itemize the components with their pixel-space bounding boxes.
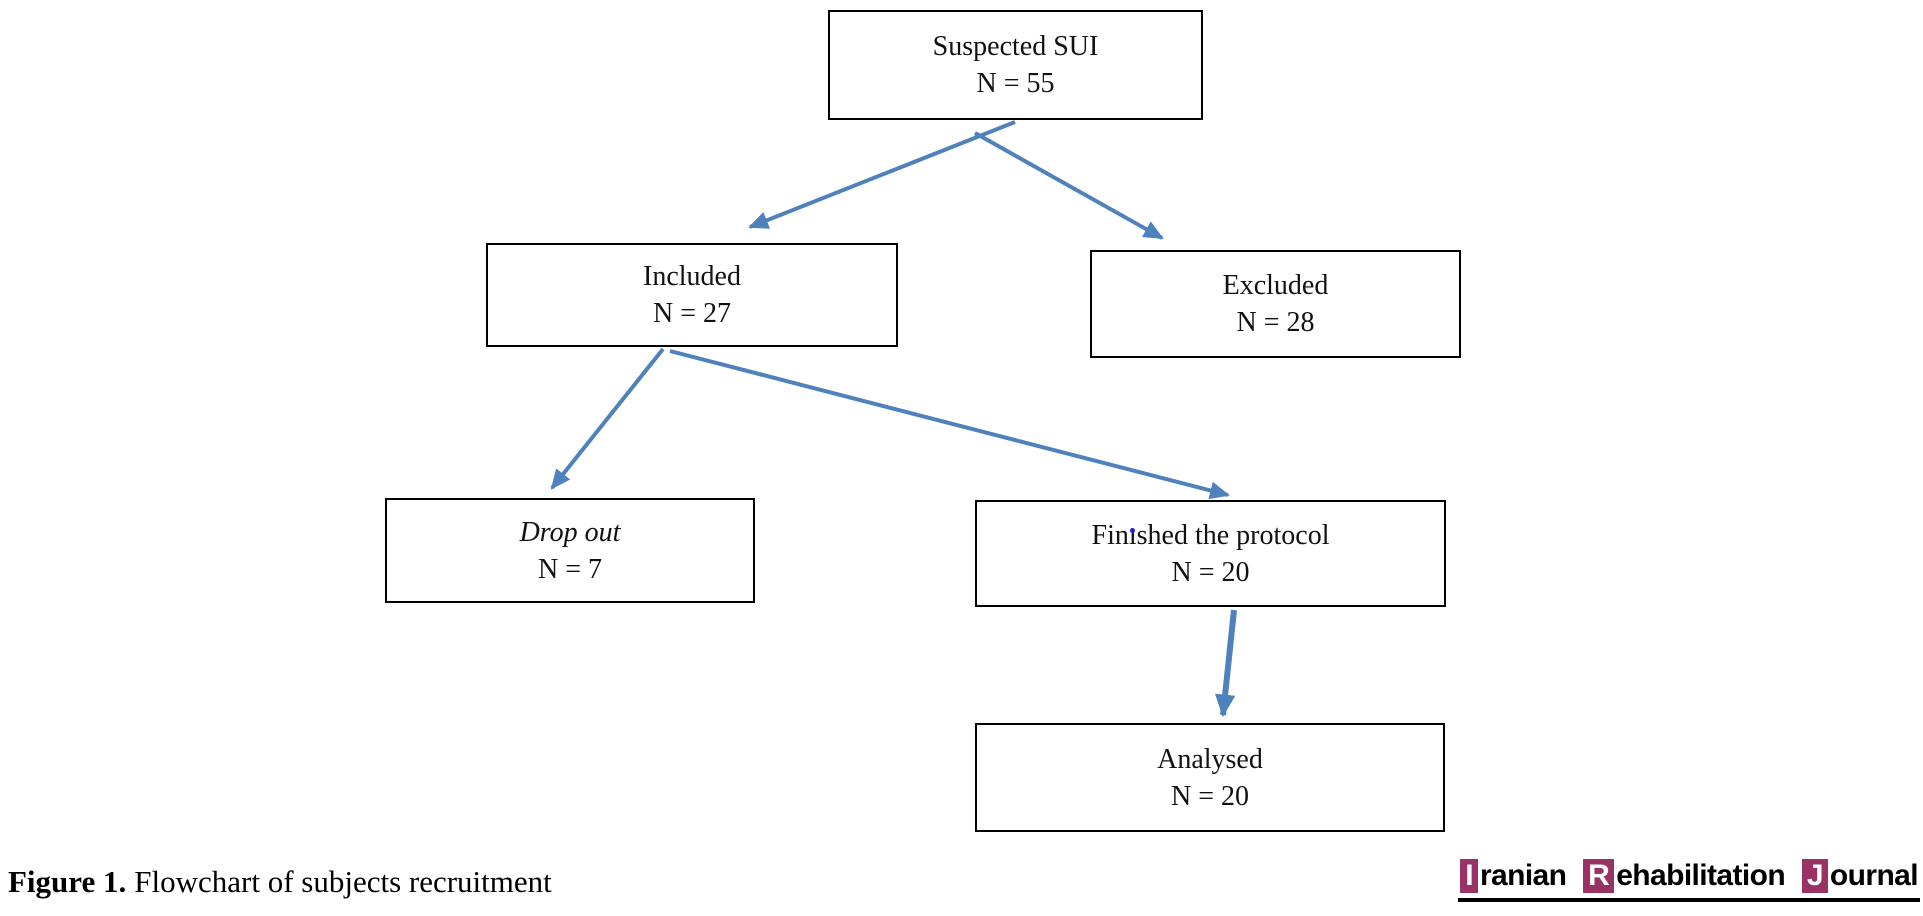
arrow-suspected-to-included: [748, 120, 1016, 229]
flowchart-node-analysed: Analysed N = 20: [975, 723, 1445, 832]
node-label: Finıshed the protocol: [1091, 519, 1330, 551]
node-label: Included: [643, 261, 741, 292]
figure-caption: Figure 1.Flowchart of subjects recruitme…: [8, 864, 552, 900]
figure-caption-text: Flowchart of subjects recruitment: [134, 864, 552, 899]
node-label: Drop out: [519, 516, 621, 548]
flowchart-node-excluded: Excluded N = 28: [1090, 250, 1461, 358]
logo-block-j: J: [1801, 859, 1828, 893]
flowchart-node-finished-protocol: Finıshed the protocol N = 20: [975, 500, 1446, 607]
blue-ink-dot-i: ı: [1128, 519, 1137, 551]
flowchart-node-suspected-sui: Suspected SUI N = 55: [828, 10, 1203, 120]
logo-block-r: R: [1583, 859, 1615, 893]
node-count: N = 20: [1170, 780, 1249, 812]
figure-caption-label: Figure 1.: [8, 864, 127, 899]
flowchart-node-included: Included N = 27: [486, 243, 898, 347]
node-label: Suspected SUI: [932, 31, 1099, 62]
node-count: N = 20: [1171, 556, 1250, 588]
node-count: N = 27: [652, 298, 731, 329]
arrow-included-to-finished: [669, 349, 1230, 500]
node-label: Analysed: [1157, 743, 1263, 775]
logo-block-i: I: [1460, 859, 1478, 893]
arrow-suspected-to-excluded: [974, 131, 1164, 240]
node-count: N = 28: [1236, 307, 1315, 338]
node-count: N = 55: [976, 68, 1055, 99]
node-count: N = 7: [537, 553, 602, 585]
flowchart-node-drop-out: Drop out N = 7: [385, 498, 755, 603]
arrow-finished-to-analysed: [1214, 609, 1237, 718]
node-label: Excluded: [1222, 270, 1329, 301]
arrow-included-to-drop-out: [550, 347, 665, 490]
